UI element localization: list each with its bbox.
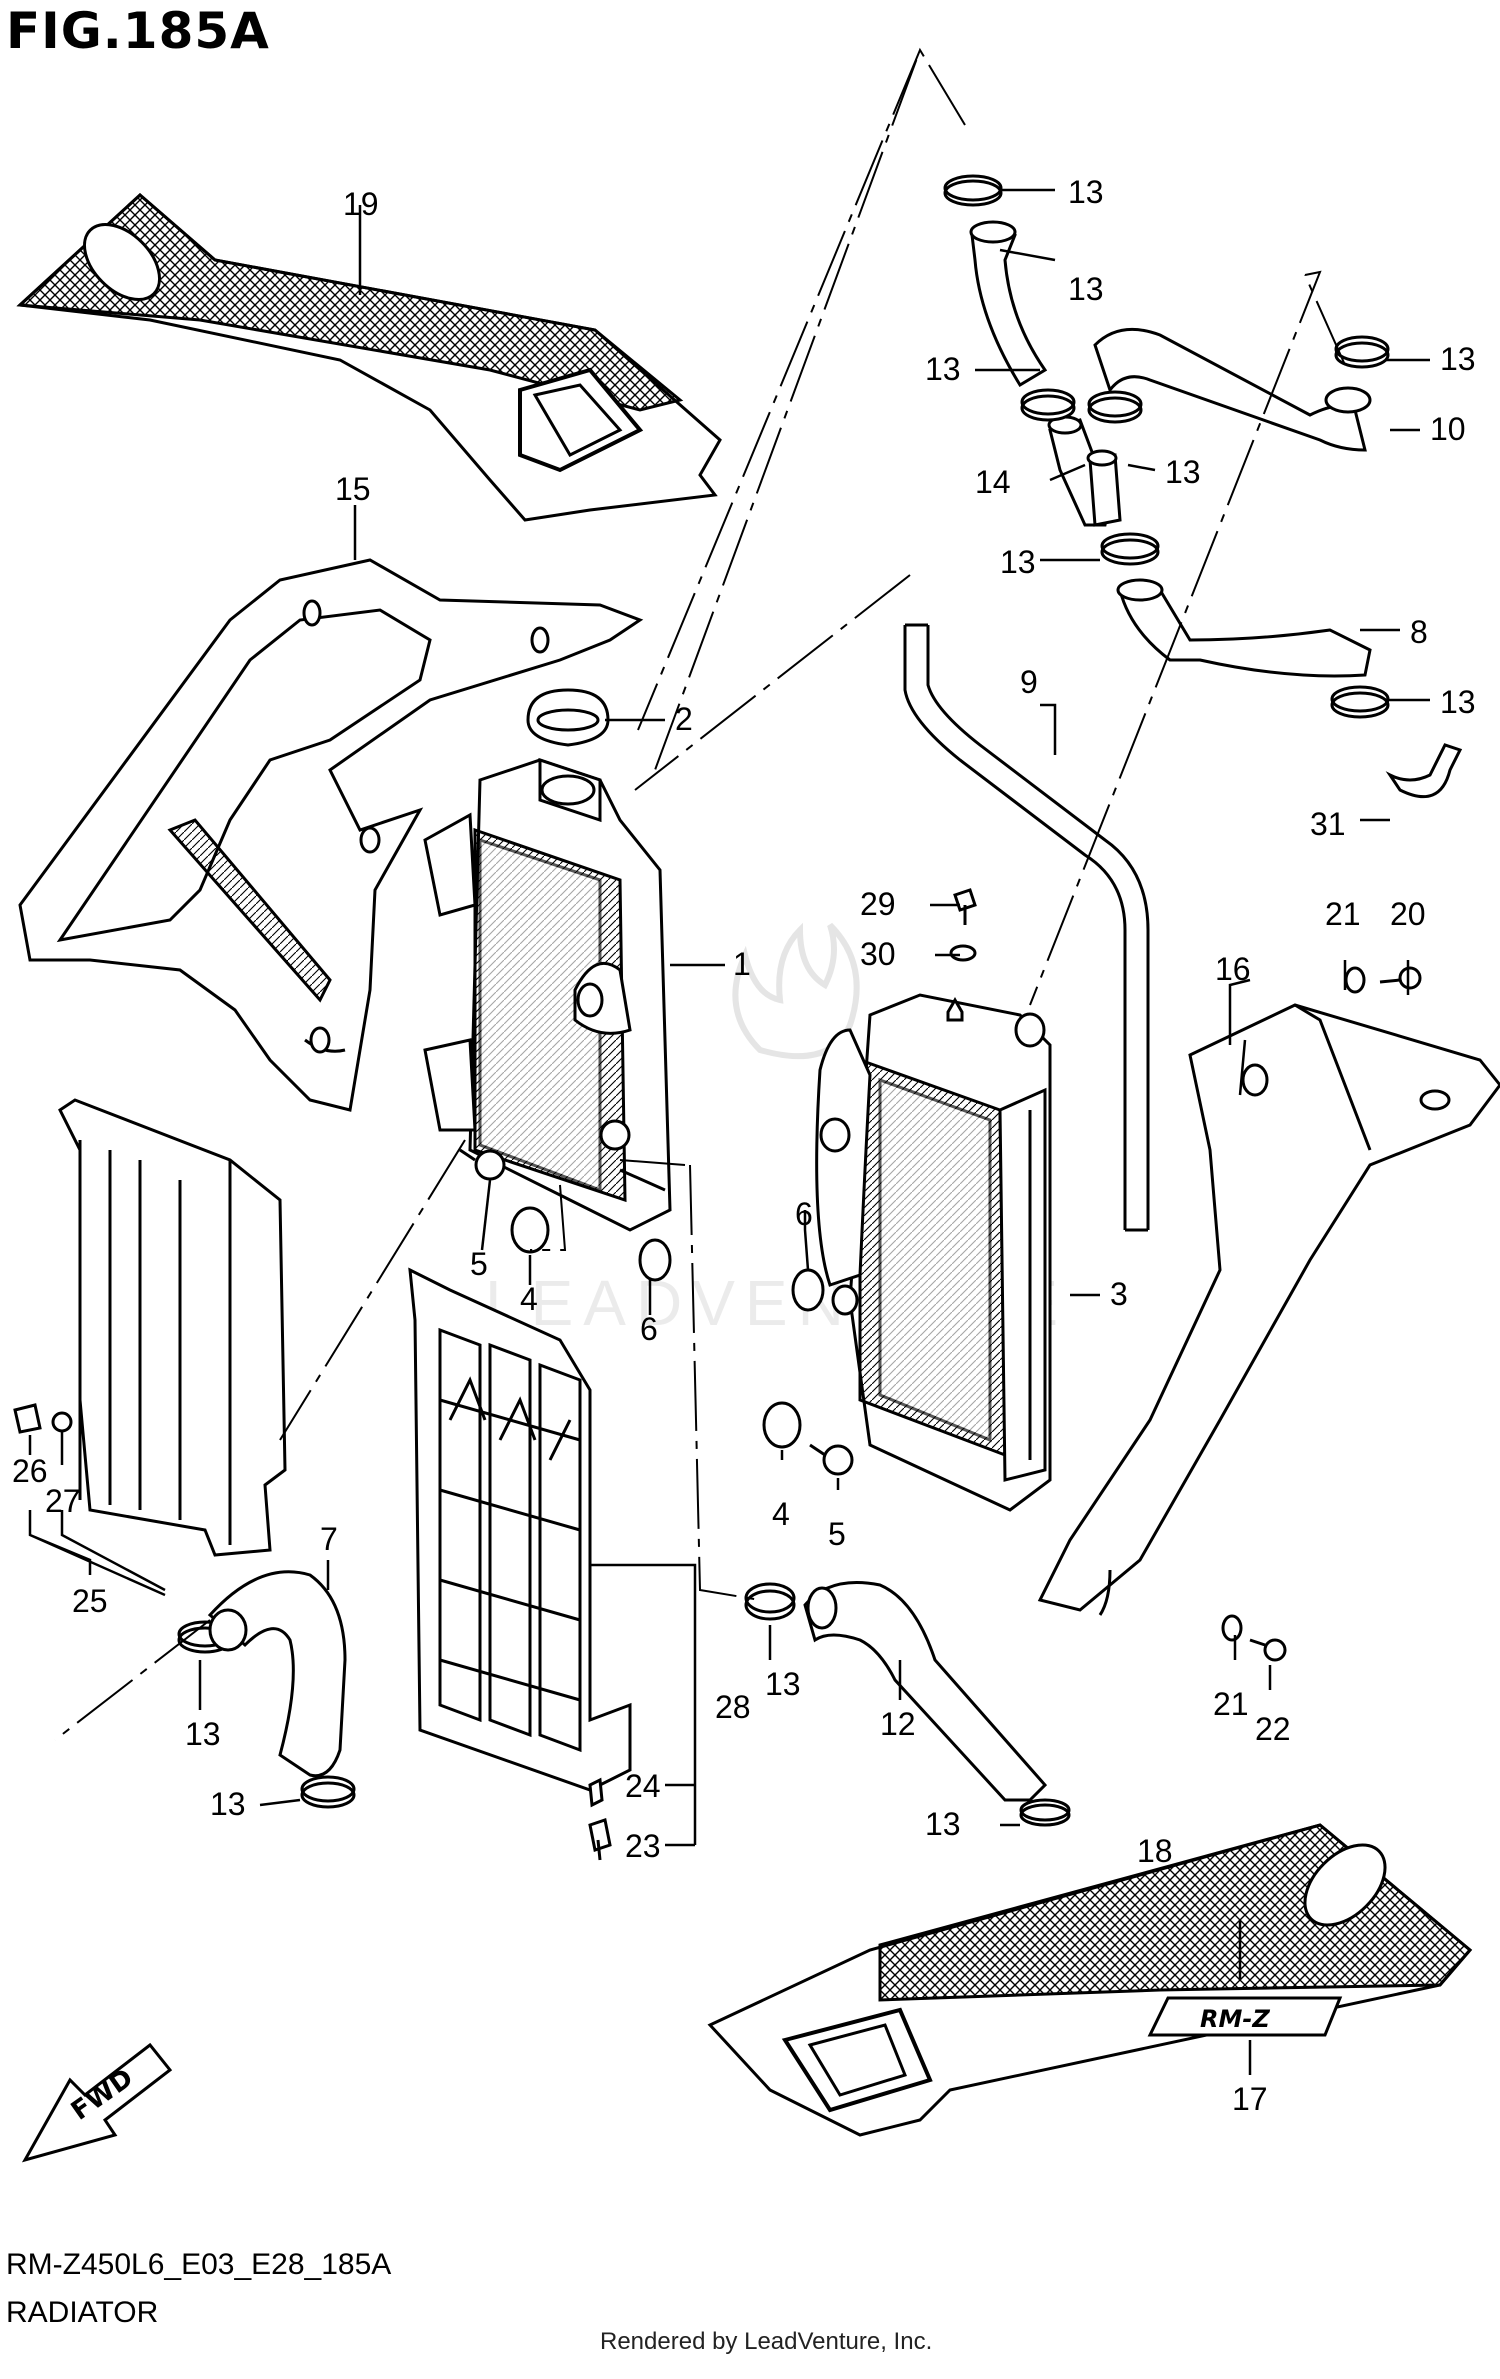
callout-14: 14	[975, 464, 1011, 500]
callout-23: 25	[72, 1583, 108, 1619]
radiator-shroud-left	[18, 558, 644, 1112]
callout-16: 16	[1215, 951, 1251, 987]
washer-30	[949, 944, 977, 962]
bracket-31	[1385, 743, 1463, 799]
callout-13: 13	[1440, 684, 1476, 720]
callout-30: 30	[860, 936, 896, 972]
clip-24	[13, 1403, 42, 1434]
callout-22: 22	[1255, 1711, 1291, 1747]
callout-12: 12	[880, 1706, 916, 1742]
callout-6: 6	[640, 1311, 658, 1347]
radiator-guard	[408, 1267, 632, 1792]
grommet-4	[510, 1206, 802, 1449]
callout-3: 3	[1110, 1276, 1128, 1312]
radiator-hose-7	[1116, 578, 1372, 678]
callout-26: 28	[715, 1689, 751, 1725]
radiator-hose-12	[803, 1581, 1048, 1802]
figure-title: FIG.185A	[6, 2, 270, 60]
callout-20: 20	[1390, 896, 1426, 932]
callout-21: 21	[1213, 1686, 1249, 1722]
callout-13: 13	[765, 1666, 801, 1702]
radiator-shroud-graphic-left	[16, 192, 722, 522]
section-name: RADIATOR	[6, 2296, 159, 2329]
radiator-shroud-right	[1037, 1003, 1500, 1616]
callout-4: 4	[520, 1281, 538, 1317]
callout-13: 13	[1068, 174, 1104, 210]
callout-11: 13	[1068, 271, 1104, 307]
callout-25: 27	[45, 1483, 81, 1519]
callout-10: 10	[1430, 411, 1466, 447]
rmz-decal: RM-Z	[1147, 1996, 1343, 2037]
grommet-25	[51, 1411, 73, 1433]
bolt-5	[459, 1148, 854, 1476]
render-credit: Rendered by LeadVenture, Inc.	[600, 2328, 933, 2355]
callout-27: 23	[625, 1828, 661, 1864]
radiator-hose-10	[1093, 327, 1372, 452]
callout-13: 13	[185, 1716, 221, 1752]
guard-bolt-27	[588, 1818, 612, 1861]
callout-29: 29	[860, 886, 896, 922]
callout-17: 19	[343, 186, 379, 222]
callout-4: 4	[772, 1496, 790, 1532]
radiator-shroud-graphic-right	[707, 1823, 1473, 2137]
callout-13: 13	[210, 1786, 246, 1822]
bolt-29	[953, 888, 977, 925]
callout-28: 24	[625, 1768, 661, 1804]
radiator-right	[815, 993, 1052, 1512]
callout-13: 13	[925, 351, 961, 387]
rmz-decal-text: RM-Z	[1200, 2005, 1270, 2033]
callout-2: 2	[675, 701, 693, 737]
callout-15: 15	[335, 471, 371, 507]
radiator-side-panel	[58, 1098, 287, 1557]
callout-labels: 13 13 13 14 13 13 10 13 8 13 2 1 9 19 15…	[12, 174, 1476, 2117]
overflow-hose	[903, 623, 1150, 1232]
radiator-left	[423, 757, 672, 1232]
callout-19: 17	[1232, 2081, 1268, 2117]
radiator-hose-11	[969, 220, 1048, 388]
callout-21: 21	[1325, 896, 1361, 932]
callout-1: 1	[733, 946, 751, 982]
guard-nut-28	[588, 1777, 604, 1808]
callout-13: 13	[925, 1806, 961, 1842]
callout-18: 18	[1137, 1833, 1173, 1869]
callout-13: 13	[1000, 544, 1036, 580]
collar-6	[638, 1238, 825, 1312]
callout-6: 6	[795, 1196, 813, 1232]
radiator-hose-joint-14	[1047, 415, 1122, 527]
callout-8: 7	[320, 1521, 338, 1557]
reference-lines	[54, 47, 1346, 1741]
callout-7: 8	[1410, 614, 1428, 650]
callout-9: 9	[1020, 664, 1038, 700]
callout-13: 13	[1165, 454, 1201, 490]
leader-lines	[28, 188, 1430, 2075]
fwd-arrow: FWD	[21, 2042, 173, 2163]
bolt-20	[1379, 966, 1422, 990]
bolt-22	[1249, 1638, 1287, 1662]
radiator-hose-8	[207, 1570, 347, 1778]
callout-13: 13	[1440, 341, 1476, 377]
callout-5: 5	[828, 1516, 846, 1552]
model-code: RM-Z450L6_E03_E28_185A	[6, 2248, 392, 2281]
callout-5: 5	[470, 1246, 488, 1282]
radiator-cap	[526, 688, 610, 747]
callout-31: 31	[1310, 806, 1346, 842]
callout-24: 26	[12, 1453, 48, 1489]
